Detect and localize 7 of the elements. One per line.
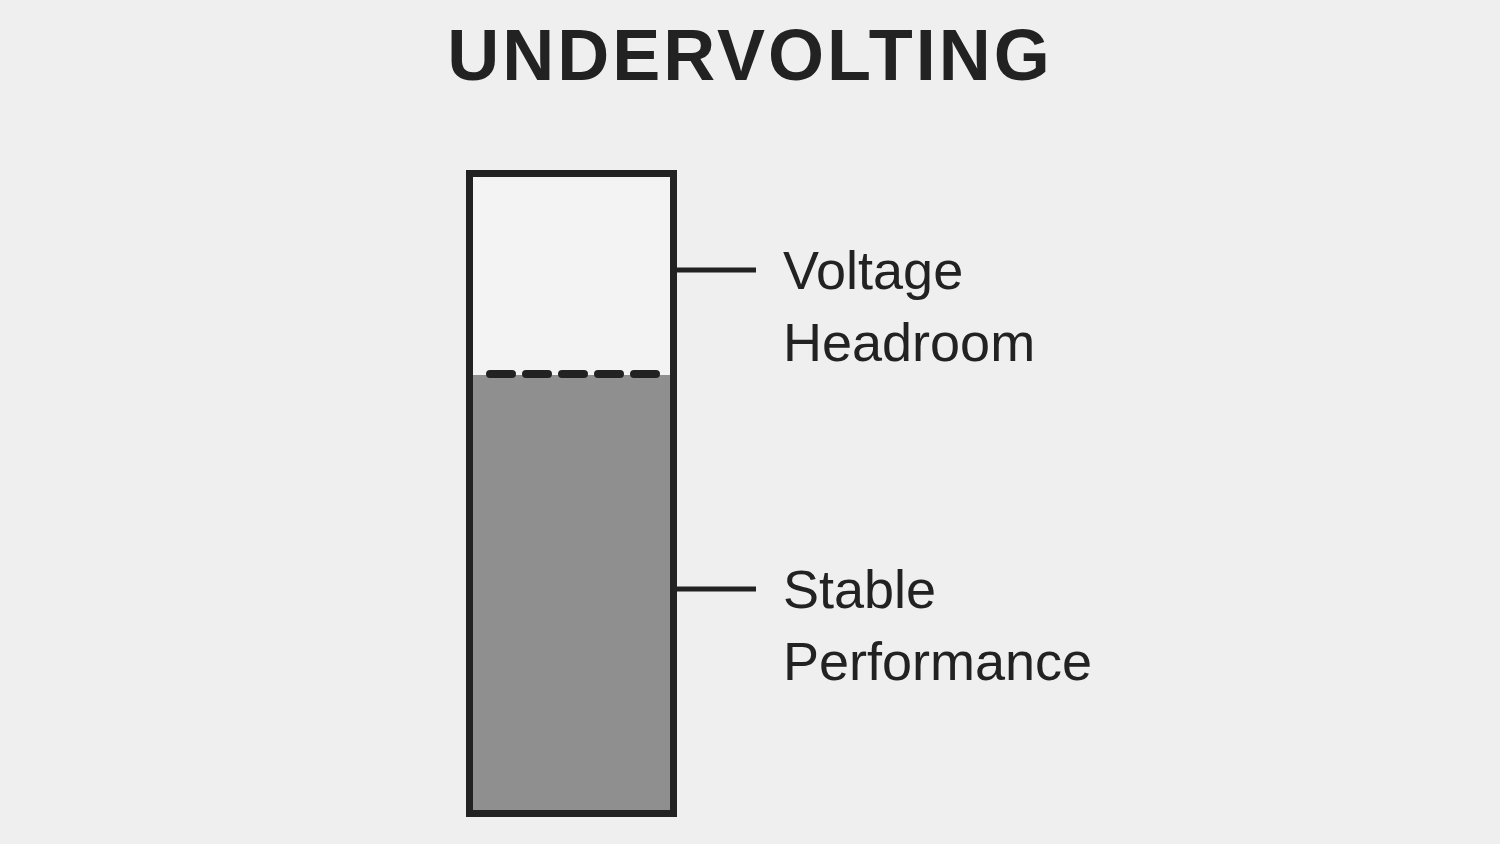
filled-level-region [466,375,677,817]
leader-label: Voltage Headroom [783,234,1083,378]
leader-label: Stable Performance [783,553,1123,697]
leader-line [677,267,756,273]
headroom-region [466,170,677,375]
title: UNDERVOLTING [446,14,1054,97]
leader-line [677,586,756,592]
